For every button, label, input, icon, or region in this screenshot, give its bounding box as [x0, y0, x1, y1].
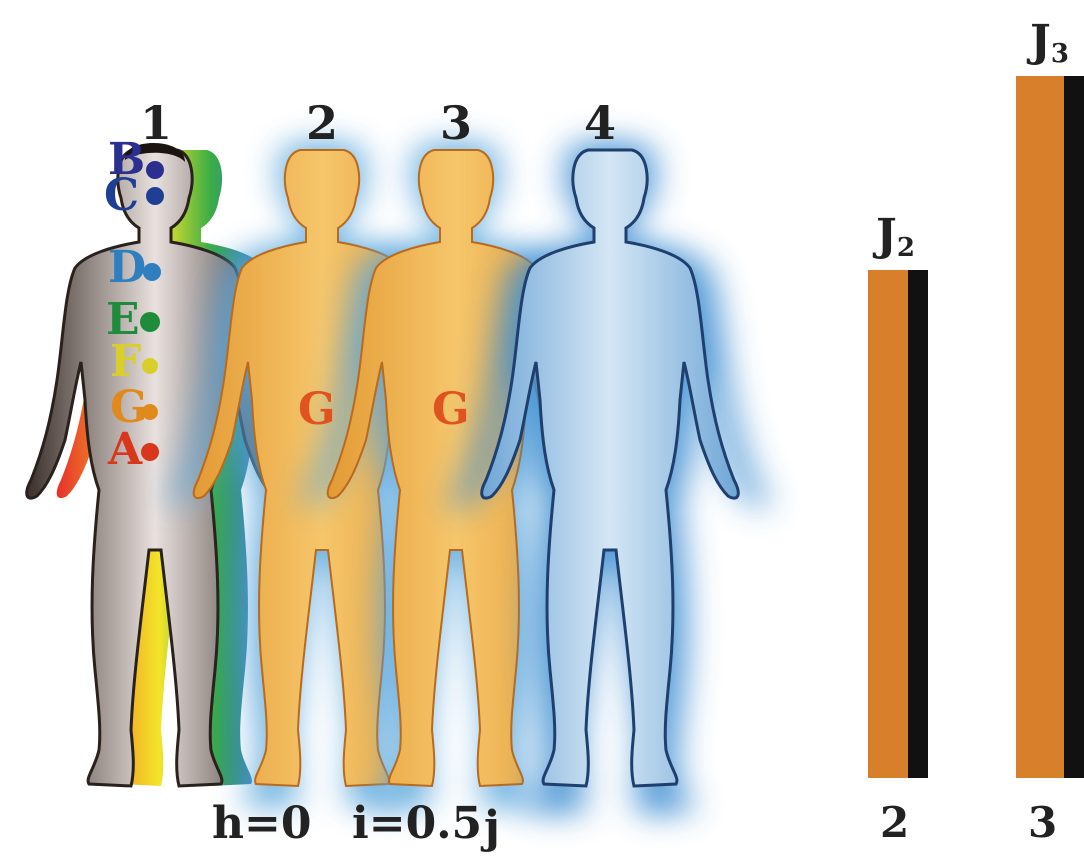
chakra-letter-f: F — [110, 340, 141, 384]
figure-number-4: 4 — [584, 100, 616, 146]
bar-j2-black — [908, 270, 928, 778]
chakra-letter-a: A — [108, 428, 142, 472]
figure-2-g-label: G — [298, 388, 336, 432]
bar-j3-title-main: J — [1030, 16, 1051, 67]
param-h: h=0 — [212, 802, 311, 846]
chakra-letter-c: C — [104, 174, 139, 218]
bar-j3-title: J3 — [1030, 20, 1069, 67]
bar-j2-title-main: J — [876, 210, 897, 261]
bar-j3-title-sub: 3 — [1051, 39, 1069, 69]
param-i: i=0.5 — [352, 802, 482, 846]
bar-j2-title-sub: 2 — [897, 233, 915, 263]
bar-j2-label: 2 — [880, 802, 909, 844]
bar-j3-black — [1064, 76, 1084, 778]
bar-j3-label: 3 — [1028, 802, 1057, 844]
figure-number-3: 3 — [440, 100, 472, 146]
chakra-letter-d: D — [108, 246, 146, 290]
param-j: j — [484, 806, 500, 850]
bar-j2-title: J2 — [876, 214, 915, 261]
bar-j2-orange — [868, 270, 908, 778]
figure-3-g-label: G — [432, 388, 470, 432]
bar-j3-orange — [1016, 76, 1064, 778]
figure-number-2: 2 — [306, 100, 338, 146]
